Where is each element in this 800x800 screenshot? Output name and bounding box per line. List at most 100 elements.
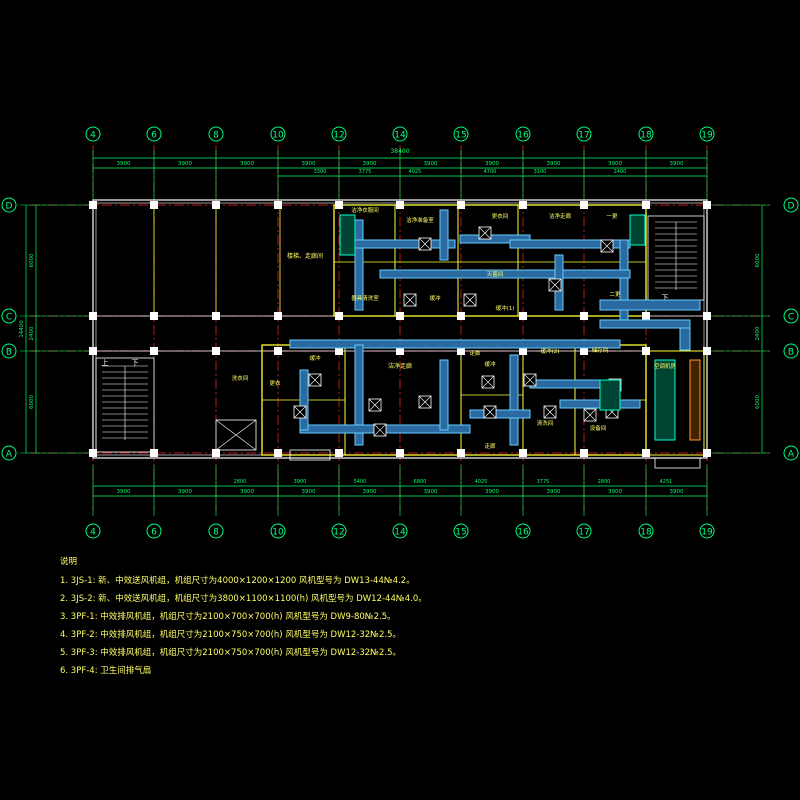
note-line-5: 5. 3PF-3: 中效排风机组，机组尺寸为2100×750×700(h) 风机… — [60, 648, 402, 658]
column-16-D — [519, 201, 527, 209]
note-line-1: 1. 3JS-1: 新、中效送风机组，机组尺寸为4000×1200×1200 风… — [60, 576, 415, 586]
axis-bubble-top-17 — [576, 126, 592, 142]
room-room-bot-7: 设备间 — [590, 424, 607, 432]
dim-right-0: 6000 — [755, 253, 761, 267]
room-room-bot-2: 洗衣间 — [232, 374, 249, 382]
column-19-C — [703, 312, 711, 320]
axis-label-top-15: 15 — [455, 131, 466, 141]
stair-left-up: 上 — [102, 358, 109, 367]
room-room-top-5: 洁净走廊 — [549, 212, 572, 220]
dim-bottom-detail-6: 2800 — [598, 479, 611, 485]
axis-label-top-6: 6 — [151, 131, 157, 141]
duct-supply-top-1 — [354, 219, 364, 311]
axis-bubble-bottom-6 — [146, 523, 162, 539]
column-10-C — [274, 312, 282, 320]
axis-label-bottom-18: 18 — [640, 528, 652, 538]
elevator-x2 — [215, 419, 257, 451]
axis-bubble-left-B — [1, 343, 17, 359]
room-room-mid-2: 缓冲 — [309, 354, 321, 362]
column-16-A — [519, 449, 527, 457]
dim-bottom-main-7: 3900 — [547, 489, 561, 495]
axis-bubble-bottom-19 — [699, 523, 715, 539]
column-12-B — [335, 347, 343, 355]
room-room-top-3: 缓冲 — [429, 294, 441, 302]
axis-bubble-top-12 — [331, 126, 347, 142]
stairs: 下上下 — [95, 215, 705, 453]
column-12-C — [335, 312, 343, 320]
axis-bubble-bottom-14 — [392, 523, 408, 539]
column-4-D — [89, 201, 97, 209]
duct-return-top-1 — [379, 269, 631, 279]
stair-left-down: 下 — [132, 359, 139, 367]
diffuser-x2-7 — [418, 395, 432, 409]
axis-label-bottom-12: 12 — [333, 528, 344, 538]
axis-label-top-18: 18 — [640, 131, 652, 141]
dim-bottom-main-1: 3900 — [178, 489, 192, 495]
duct-corridor-main — [289, 339, 621, 349]
dim-bottom-detail-4: 4025 — [475, 479, 488, 485]
dim-bottom-main-4: 3900 — [363, 489, 377, 495]
diffuser-x2-1 — [478, 226, 492, 240]
axis-label-top-12: 12 — [333, 131, 344, 141]
column-10-A — [274, 449, 282, 457]
column-14-C — [396, 312, 404, 320]
dim-right-2: 6000 — [755, 395, 761, 409]
dim-bottom-detail-0: 2800 — [234, 479, 247, 485]
axis-label-bottom-19: 19 — [701, 528, 713, 538]
diffuser-x2-5 — [463, 293, 477, 307]
axis-label-right-B: B — [788, 348, 794, 358]
dim-top-main-6: 3900 — [485, 161, 499, 167]
dim-top-main-7: 3900 — [547, 161, 561, 167]
air-handling-units — [289, 214, 701, 469]
column-6-D — [150, 201, 158, 209]
ahu-top-1 — [339, 214, 356, 256]
ahu-top-2 — [629, 214, 646, 246]
dim-left-overall: 14400 — [19, 320, 25, 338]
note-line-4: 4. 3PF-2: 中效排风机组，机组尺寸为2100×750×700(h) 风机… — [60, 630, 402, 640]
diffuser-x2-10 — [543, 405, 557, 419]
axis-bubble-bottom-18 — [638, 523, 654, 539]
column-10-D — [274, 201, 282, 209]
dim-bottom-detail-1: 3900 — [294, 479, 307, 485]
dim-top-main-1: 3900 — [178, 161, 192, 167]
diffuser-x2-17 — [583, 408, 597, 422]
dim-left-1: 2400 — [29, 326, 35, 340]
column-14-A — [396, 449, 404, 457]
dim-bottom-detail-5: 3775 — [537, 479, 550, 485]
dim-bottom-detail-3: 6800 — [414, 479, 427, 485]
dim-top-main-8: 3900 — [608, 161, 622, 167]
room-room-top-10: 缓冲(1) — [496, 304, 515, 312]
axis-label-left-B: B — [6, 348, 12, 358]
room-room-top-11: 走廊 — [469, 349, 481, 357]
column-6-A — [150, 449, 158, 457]
axis-bubble-bottom-4 — [85, 523, 101, 539]
room-room-mid-4: 缓冲 — [484, 360, 496, 368]
stair-left — [95, 357, 155, 453]
axis-bubble-bottom-12 — [331, 523, 347, 539]
column-15-C — [457, 312, 465, 320]
axis-bubble-left-D — [1, 197, 17, 213]
axis-bubble-top-18 — [638, 126, 654, 142]
axis-label-left-A: A — [6, 450, 13, 460]
diffuser-x2-0 — [418, 237, 432, 251]
duct-supply-bot-3 — [439, 359, 449, 431]
outer-wall — [92, 199, 708, 459]
axis-bubble-top-4 — [85, 126, 101, 142]
column-18-A — [642, 449, 650, 457]
diffuser-x2-2 — [548, 278, 562, 292]
axis-label-bottom-14: 14 — [394, 528, 406, 538]
dim-top-detail-2: 4025 — [409, 169, 422, 175]
room-room-bot-3: 缓冲(2) — [541, 347, 560, 355]
dim-right-1: 2400 — [755, 326, 761, 340]
column-8-C — [212, 312, 220, 320]
axis-label-top-10: 10 — [272, 131, 284, 141]
diffuser-x2-8 — [481, 375, 495, 389]
diffuser-x2-3 — [600, 239, 614, 253]
axis-label-top-16: 16 — [517, 131, 529, 141]
axis-label-bottom-15: 15 — [455, 528, 466, 538]
dim-bottom-main-9: 3900 — [670, 489, 684, 495]
column-16-B — [519, 347, 527, 355]
notes-title: 说明 — [60, 557, 78, 567]
dim-bottom-main-2: 3900 — [240, 489, 254, 495]
column-14-D — [396, 201, 404, 209]
